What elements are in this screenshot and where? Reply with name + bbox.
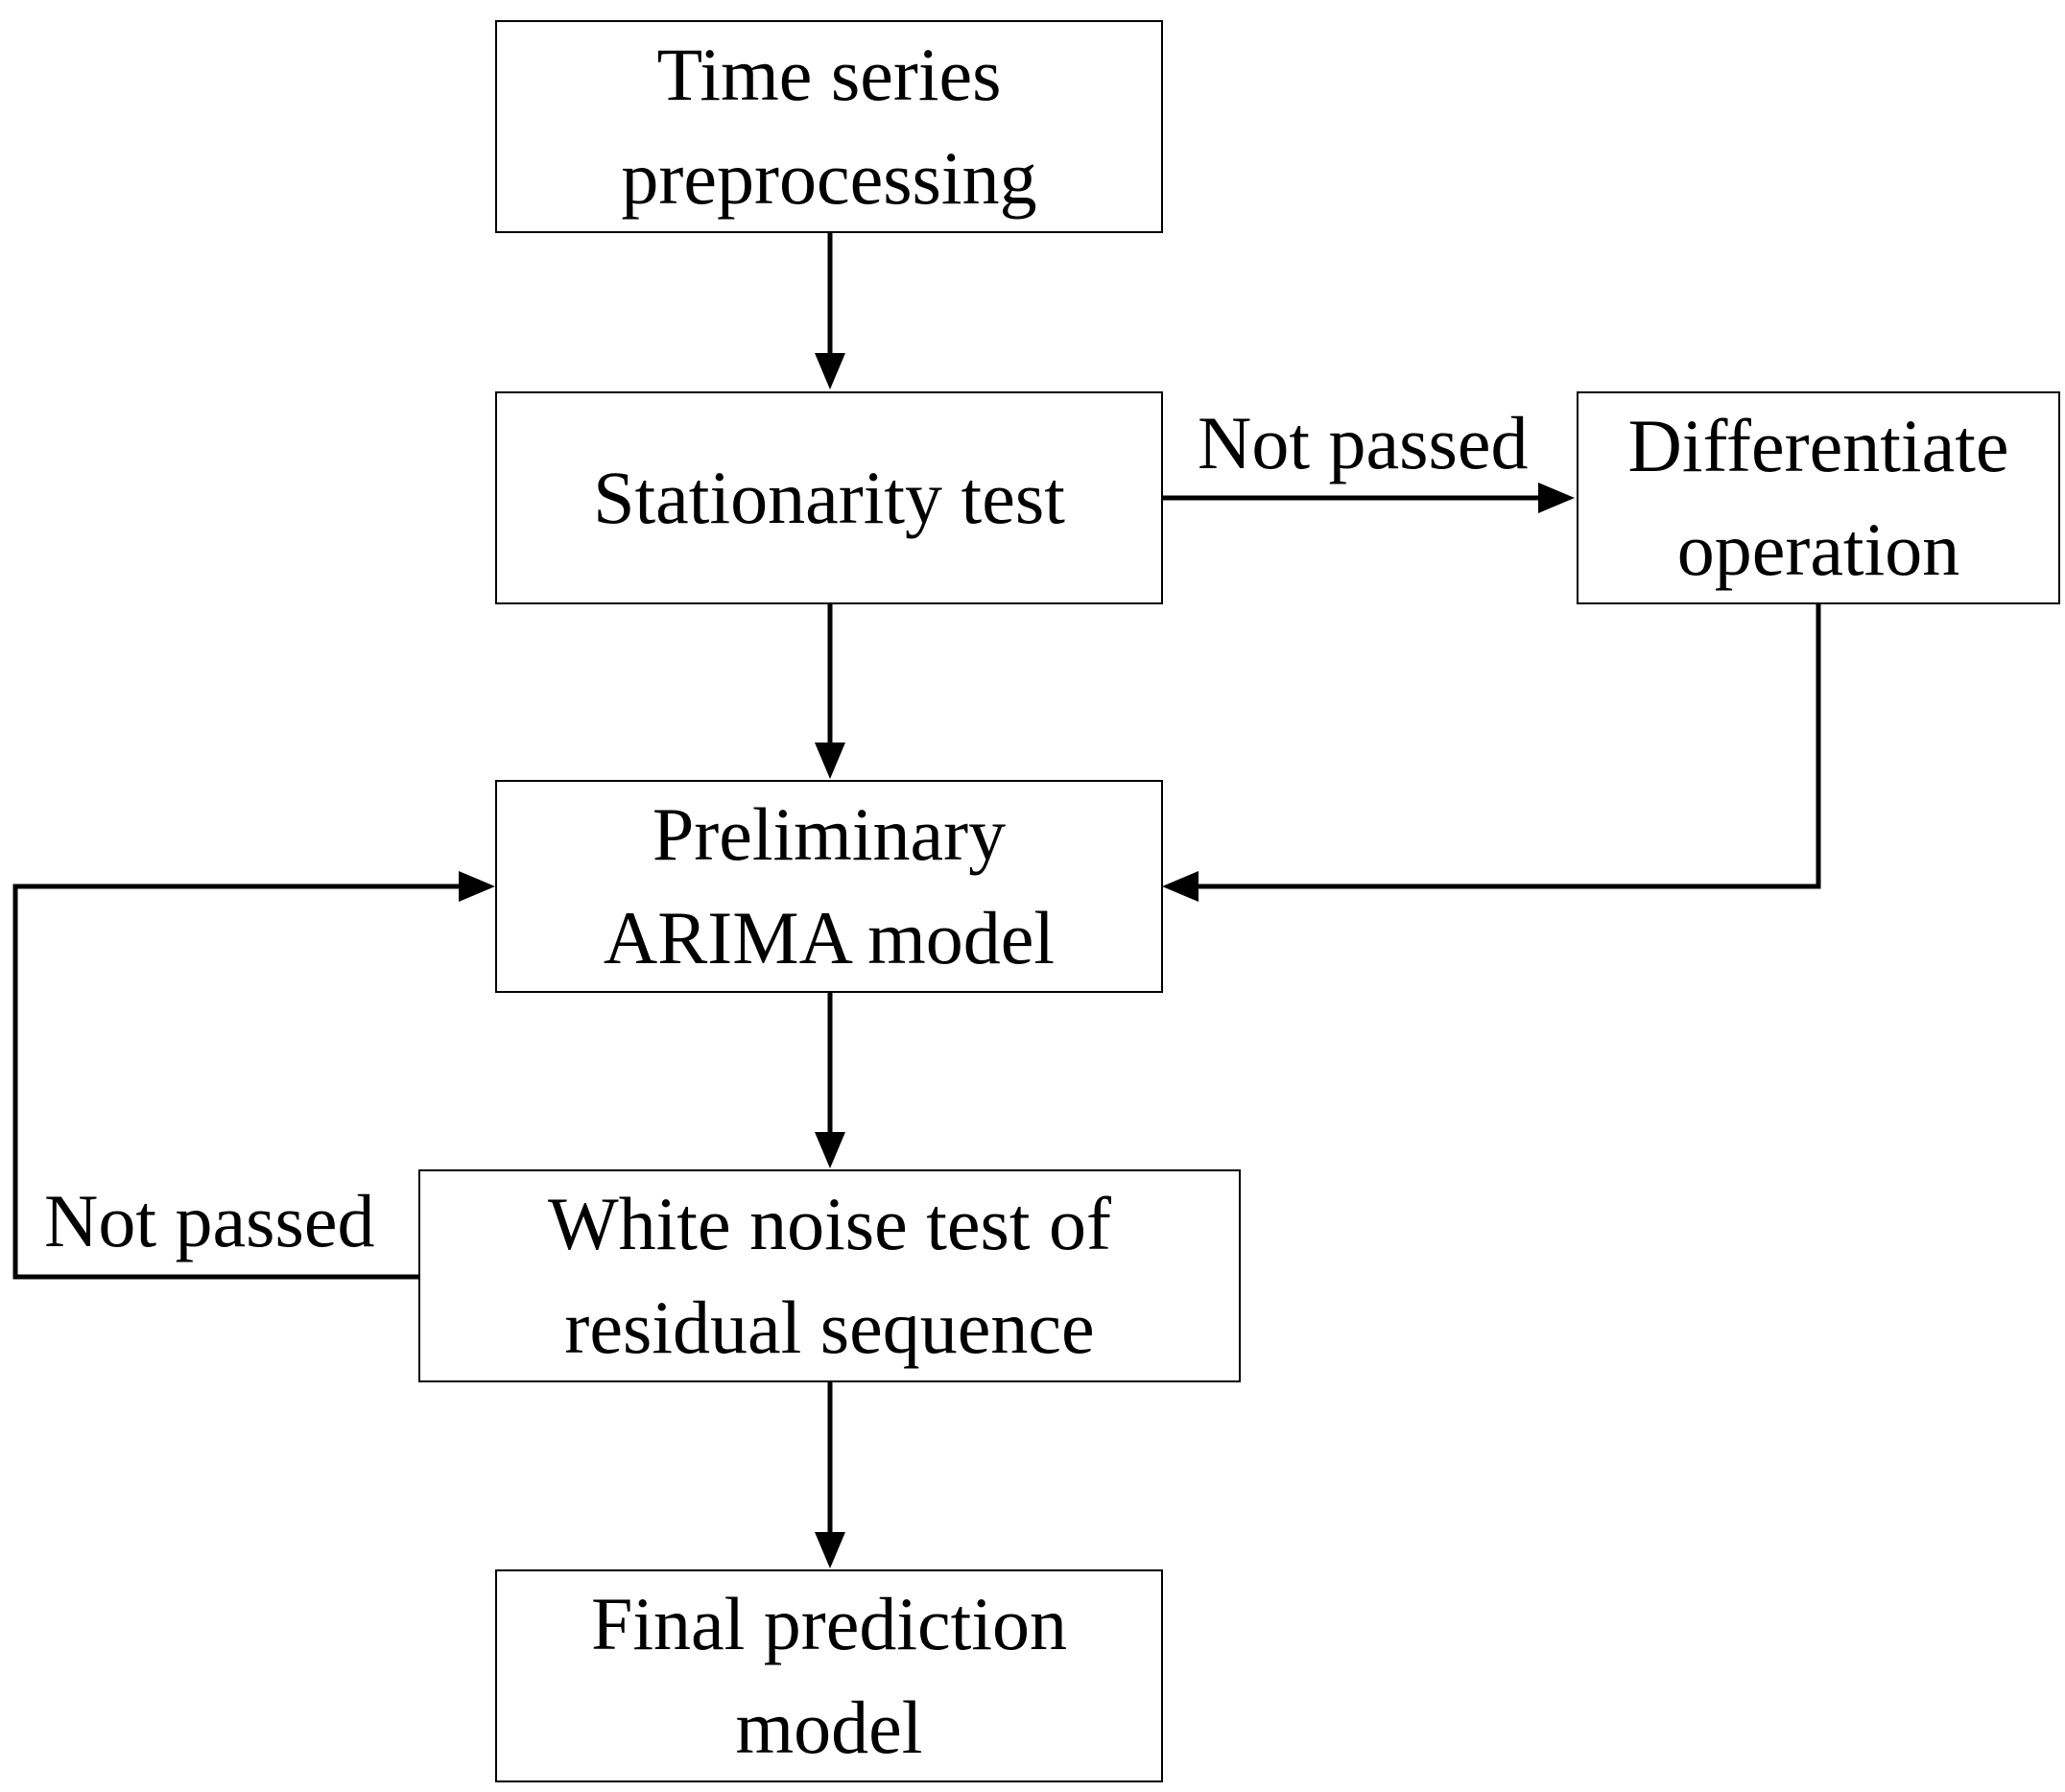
edge-label-white-noise-not-passed: Not passed (44, 1179, 375, 1262)
node-stationarity-test: Stationarity test (495, 391, 1163, 604)
node-white-noise-test-line-1: White noise test of (547, 1182, 1112, 1265)
node-preliminary-arima-model: Preliminary ARIMA model (495, 780, 1163, 993)
node-stationarity-test-line-1: Stationarity test (593, 456, 1065, 539)
node-time-series-preprocessing: Time series preprocessing (495, 20, 1163, 233)
node-preliminary-arima-model-line-2: ARIMA model (603, 896, 1056, 979)
arrowhead-white-noise-to-preliminary (459, 871, 495, 902)
node-white-noise-test-line-2: residual sequence (564, 1285, 1095, 1369)
node-time-series-preprocessing-line-2: preprocessing (621, 136, 1037, 220)
arrowhead-preprocessing-to-stationarity (815, 353, 845, 389)
arrowhead-preliminary-to-white-noise (815, 1132, 845, 1168)
node-white-noise-test: White noise test of residual sequence (418, 1169, 1241, 1382)
node-differentiate-operation-line-1: Differentiate (1627, 404, 2009, 487)
node-time-series-preprocessing-line-1: Time series (656, 33, 1002, 116)
node-differentiate-operation: Differentiate operation (1577, 391, 2060, 604)
node-differentiate-operation-line-2: operation (1676, 507, 1960, 591)
arrow-differentiate-to-preliminary (1199, 604, 1821, 889)
node-final-prediction-model-line-2: model (735, 1686, 923, 1769)
arrowhead-white-noise-to-final (815, 1532, 845, 1568)
node-final-prediction-model-line-1: Final prediction (590, 1582, 1068, 1665)
edge-label-stationarity-not-passed: Not passed (1198, 401, 1529, 484)
arrow-white-noise-to-preliminary (12, 884, 459, 1280)
node-preliminary-arima-model-line-1: Preliminary (652, 792, 1007, 876)
node-final-prediction-model: Final prediction model (495, 1569, 1163, 1782)
arrowhead-stationarity-to-differentiate (1538, 483, 1575, 513)
arrowhead-differentiate-to-preliminary (1162, 871, 1199, 902)
arrowhead-stationarity-to-preliminary (815, 743, 845, 779)
